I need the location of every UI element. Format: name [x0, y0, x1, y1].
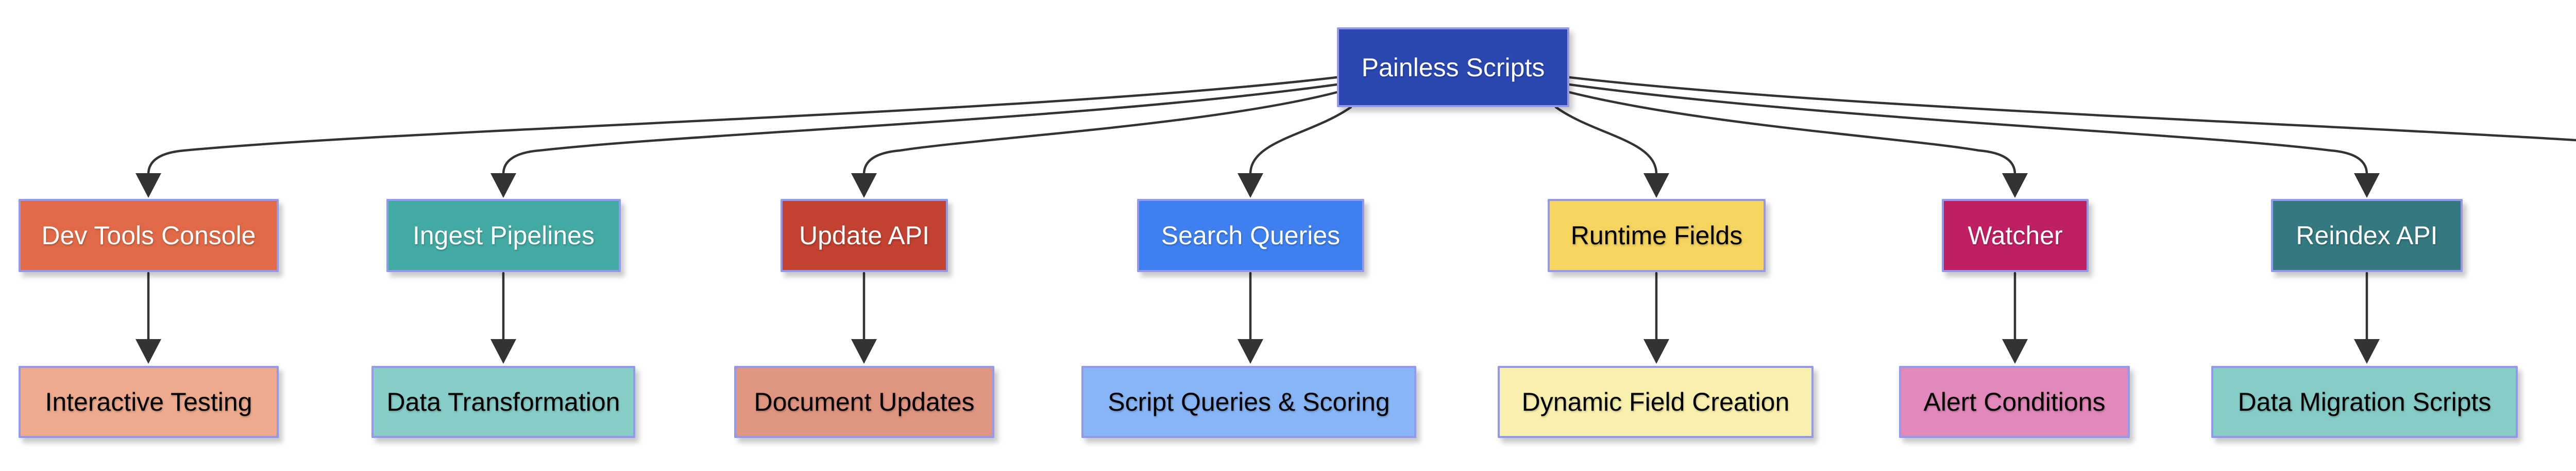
- arrowhead-ingest-pipelines: [490, 173, 516, 198]
- arrowhead-search-queries: [1238, 173, 1263, 198]
- edge-root-to-aggregations: [1568, 76, 2576, 142]
- arrowhead-alert-conditions: [2002, 339, 2028, 364]
- node-data-transformation: Data Transformation: [371, 366, 635, 438]
- node-dev-tools-console: Dev Tools Console: [19, 199, 279, 272]
- arrowhead-script-queries-scoring: [1238, 339, 1263, 364]
- node-watcher: Watcher: [1942, 199, 2089, 272]
- node-ingest-pipelines: Ingest Pipelines: [386, 199, 621, 272]
- edge-root-to-runtime-fields: [1554, 106, 1658, 176]
- node-document-updates: Document Updates: [734, 366, 994, 438]
- node-runtime-fields: Runtime Fields: [1548, 199, 1766, 272]
- arrowhead-data-transformation: [490, 339, 516, 364]
- node-dynamic-field-creation: Dynamic Field Creation: [1498, 366, 1814, 438]
- node-search-queries: Search Queries: [1137, 199, 1364, 272]
- edge-root-to-reindex-api: [1568, 83, 2368, 176]
- arrowhead-document-updates: [851, 339, 877, 364]
- arrowhead-dynamic-field-creation: [1643, 339, 1669, 364]
- node-update-api: Update API: [781, 199, 948, 272]
- node-data-migration-scripts: Data Migration Scripts: [2211, 366, 2518, 438]
- arrowhead-watcher: [2002, 173, 2028, 198]
- arrowhead-data-migration-scripts: [2354, 339, 2380, 364]
- node-script-queries-scoring: Script Queries & Scoring: [1081, 366, 1416, 438]
- edge-root-to-ingest-pipelines: [502, 83, 1338, 176]
- node-reindex-api: Reindex API: [2271, 199, 2463, 272]
- node-painless-scripts: Painless Scripts: [1337, 27, 1569, 107]
- node-alert-conditions: Alert Conditions: [1899, 366, 2130, 438]
- arrowhead-runtime-fields: [1643, 173, 1669, 198]
- arrowhead-reindex-api: [2354, 173, 2380, 198]
- arrowhead-interactive-testing: [135, 339, 161, 364]
- arrowhead-dev-tools-console: [135, 173, 161, 198]
- node-interactive-testing: Interactive Testing: [19, 366, 279, 438]
- edge-root-to-update-api: [862, 91, 1338, 176]
- edge-root-to-watcher: [1568, 91, 2016, 176]
- edge-root-to-search-queries: [1249, 106, 1352, 176]
- edge-root-to-dev-tools-console: [147, 76, 1338, 176]
- arrowhead-update-api: [851, 173, 877, 198]
